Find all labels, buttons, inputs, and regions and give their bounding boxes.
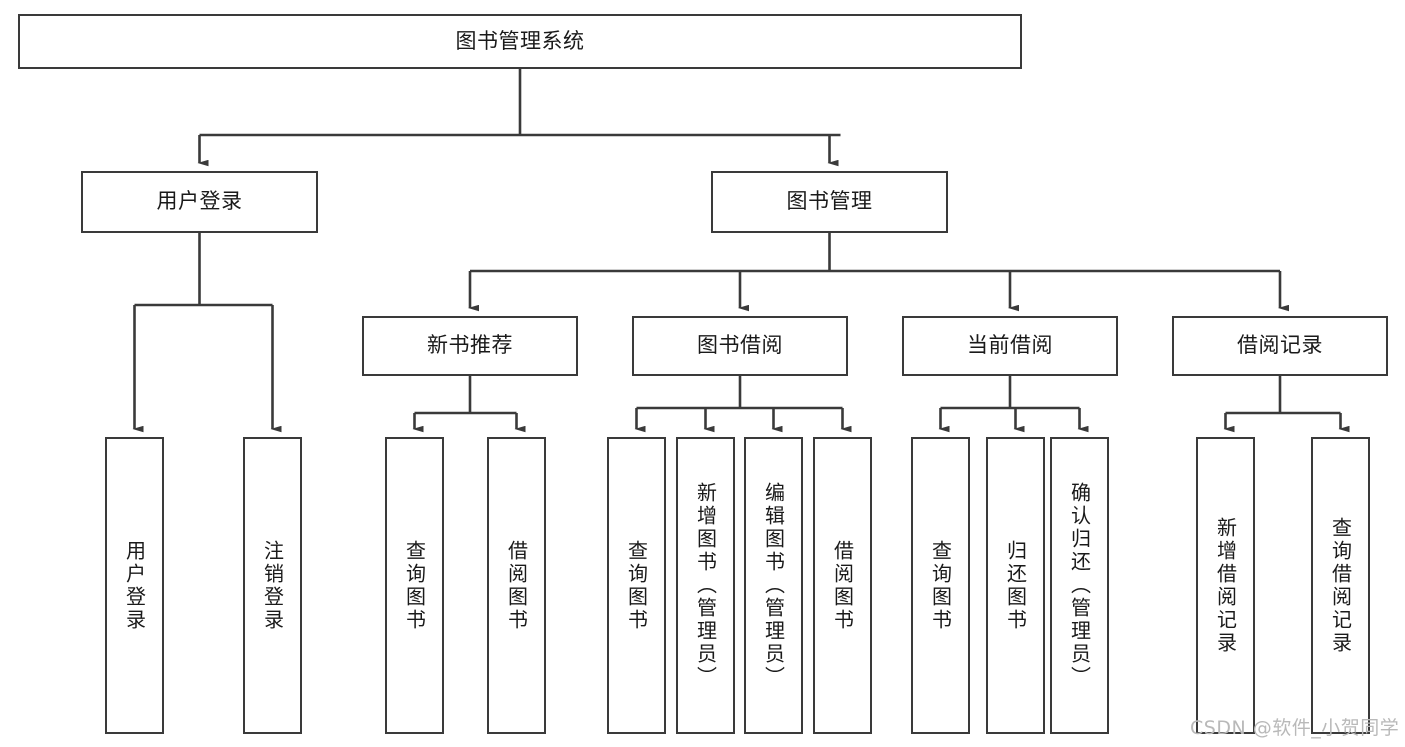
node-label: 确认归还（管理员）	[1067, 482, 1092, 689]
node-label: 图书管理	[786, 189, 873, 214]
node-leaf-query-book-bor[interactable]: 查询图书	[607, 437, 666, 734]
node-leaf-add-book[interactable]: 新增图书（管理员）	[676, 437, 735, 734]
node-leaf-borrow-book-bor[interactable]: 借阅图书	[813, 437, 872, 734]
node-leaf-user-logout[interactable]: 注销登录	[243, 437, 302, 734]
node-label: 借阅图书	[504, 539, 529, 632]
node-user-login[interactable]: 用户登录	[81, 171, 318, 233]
node-label: 查询图书	[928, 539, 953, 632]
node-label: 注销登录	[260, 539, 285, 632]
node-leaf-borrow-book-rec[interactable]: 借阅图书	[487, 437, 546, 734]
node-leaf-confirm-return[interactable]: 确认归还（管理员）	[1050, 437, 1109, 734]
node-new-book-recommend[interactable]: 新书推荐	[362, 316, 578, 376]
node-label: 图书管理系统	[455, 28, 585, 53]
node-leaf-query-record[interactable]: 查询借阅记录	[1311, 437, 1370, 734]
node-borrow-record[interactable]: 借阅记录	[1172, 316, 1388, 376]
watermark-text: CSDN @软件_小贺同学	[1190, 717, 1400, 739]
node-leaf-query-book-cur[interactable]: 查询图书	[911, 437, 970, 734]
node-label: 借阅记录	[1237, 333, 1323, 358]
node-label: 查询图书	[624, 539, 649, 632]
node-leaf-edit-book[interactable]: 编辑图书（管理员）	[744, 437, 803, 734]
node-label: 查询图书	[402, 539, 427, 632]
node-label: 新书推荐	[427, 333, 513, 358]
node-label: 归还图书	[1003, 539, 1028, 632]
node-label: 新增图书（管理员）	[693, 482, 718, 689]
node-label: 当前借阅	[967, 333, 1053, 358]
node-book-management-system[interactable]: 图书管理系统	[18, 14, 1022, 69]
node-label: 借阅图书	[830, 539, 855, 632]
node-label: 查询借阅记录	[1328, 516, 1353, 655]
node-book-management[interactable]: 图书管理	[711, 171, 948, 233]
node-label: 新增借阅记录	[1213, 516, 1238, 655]
node-leaf-add-record[interactable]: 新增借阅记录	[1196, 437, 1255, 734]
node-label: 用户登录	[156, 189, 243, 214]
node-book-borrow[interactable]: 图书借阅	[632, 316, 848, 376]
node-leaf-user-login[interactable]: 用户登录	[105, 437, 164, 734]
node-label: 图书借阅	[697, 333, 783, 358]
node-current-borrow[interactable]: 当前借阅	[902, 316, 1118, 376]
node-label: 用户登录	[122, 539, 147, 632]
node-leaf-query-book-rec[interactable]: 查询图书	[385, 437, 444, 734]
node-label: 编辑图书（管理员）	[761, 482, 786, 689]
node-leaf-return-book[interactable]: 归还图书	[986, 437, 1045, 734]
